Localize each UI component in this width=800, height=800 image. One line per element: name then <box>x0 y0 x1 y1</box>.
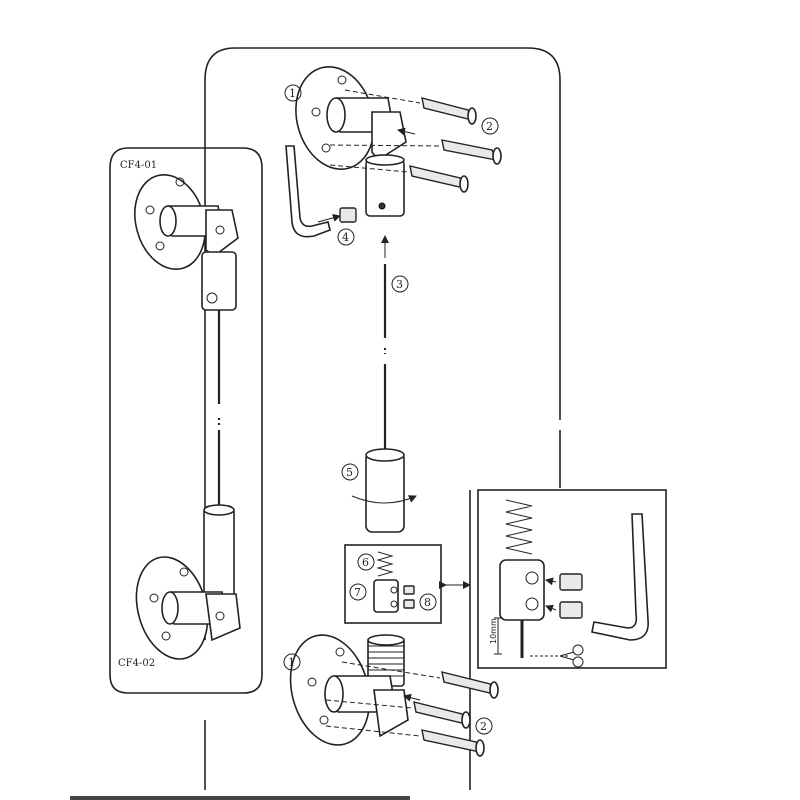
left-top-mount <box>134 174 239 311</box>
main-panel-outline <box>204 47 561 790</box>
left-panel-outline <box>109 147 263 694</box>
detail-spring <box>505 499 533 555</box>
left-bottom-code: CF4-02 <box>118 658 155 669</box>
svg-text:2: 2 <box>480 720 487 733</box>
set-screw-4: 4 <box>317 207 357 246</box>
svg-text:6: 6 <box>362 556 369 569</box>
left-bottom-mount <box>135 504 241 660</box>
svg-text:3: 3 <box>396 278 403 291</box>
set-screws-8: 8 <box>403 585 437 611</box>
top-hex-key <box>285 145 331 238</box>
bottom-wall-mount <box>289 634 409 746</box>
callout-2-bottom: 2 <box>475 717 493 735</box>
svg-text:2: 2 <box>486 120 493 133</box>
left-top-code: CF4-01 <box>120 160 157 171</box>
bottom-screws <box>325 661 499 757</box>
svg-text:10mm: 10mm <box>489 618 498 644</box>
svg-text:8: 8 <box>424 596 431 609</box>
callout-1-bottom: 1 <box>283 653 301 671</box>
detail-set-screws <box>545 573 583 619</box>
svg-text:1: 1 <box>288 656 295 669</box>
detail-hex-key <box>591 513 649 641</box>
detail-clamp-block <box>499 559 545 621</box>
dimension-10mm: 10mm <box>489 617 502 655</box>
spring-6: 6 <box>357 551 394 577</box>
svg-text:5: 5 <box>346 466 353 479</box>
callout-2-top: 2 <box>481 117 499 135</box>
top-wall-mount <box>295 66 407 217</box>
svg-text:4: 4 <box>342 231 349 244</box>
svg-text:7: 7 <box>354 586 361 599</box>
cropped-caption-strip <box>70 796 410 800</box>
callout-1-top: 1 <box>284 84 302 102</box>
scissors-icon <box>530 644 584 668</box>
clamp-block-7: 7 <box>349 579 399 613</box>
svg-text:1: 1 <box>289 87 296 100</box>
callout-3: 3 <box>391 275 409 293</box>
top-screws <box>329 89 502 193</box>
barrel-sleeve-5: 5 <box>341 448 417 533</box>
detail-box-large <box>477 489 667 669</box>
